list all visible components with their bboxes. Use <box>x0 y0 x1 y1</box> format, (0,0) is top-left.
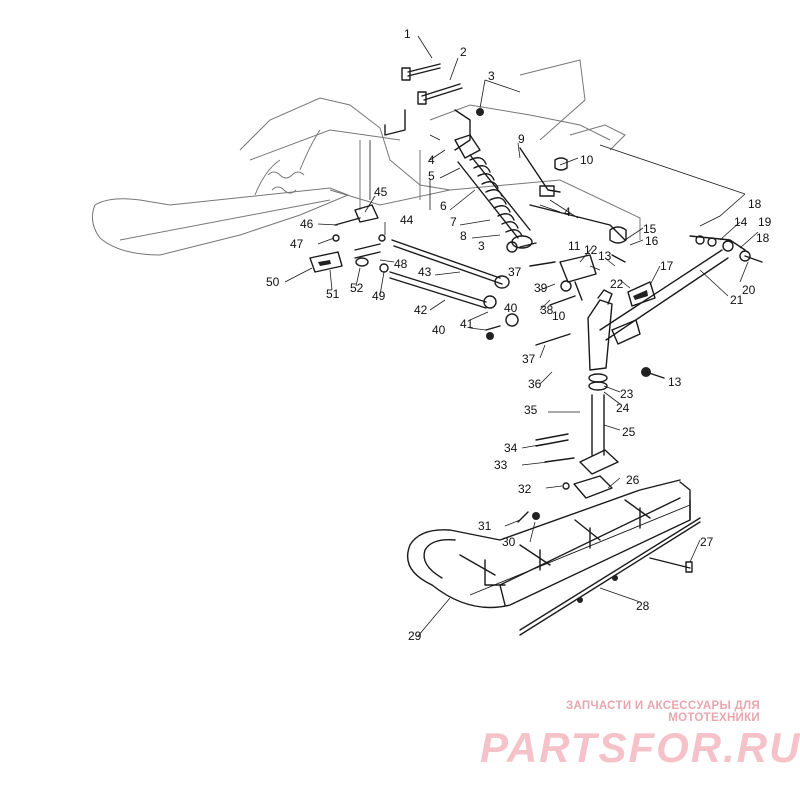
callout-8: 8 <box>460 229 467 243</box>
callout-43: 43 <box>418 265 432 279</box>
callout-numbers: 1 2 3 4 5 6 7 8 9 10 11 12 13 15 16 17 1… <box>266 27 772 643</box>
callout-12: 12 <box>584 243 598 257</box>
callout-51: 51 <box>326 287 340 301</box>
callout-40: 40 <box>504 301 518 315</box>
callout-45: 45 <box>374 185 388 199</box>
callout-28: 28 <box>636 599 650 613</box>
tie-rod-right <box>599 235 763 345</box>
callout-29: 29 <box>408 629 422 643</box>
callout-48: 48 <box>394 257 408 271</box>
callout-41: 41 <box>460 317 474 331</box>
right-frame-members <box>519 147 627 263</box>
watermark: ЗАПЧАСТИ И АКСЕССУАРЫ ДЛЯ МОТОТЕХНИКИ PA… <box>480 700 800 771</box>
callout-4b: 4 <box>564 205 571 219</box>
callout-6: 6 <box>440 199 447 213</box>
front-ski <box>406 479 691 609</box>
callout-25: 25 <box>622 425 636 439</box>
cotter-pin <box>517 511 540 523</box>
callout-7: 7 <box>450 215 457 229</box>
callout-4: 4 <box>428 153 435 167</box>
callout-26: 26 <box>626 473 640 487</box>
spindle <box>579 289 619 475</box>
watermark-brand-logo: PARTSFOR.RU <box>480 724 800 771</box>
callout-5: 5 <box>428 169 435 183</box>
callout-18: 18 <box>748 197 762 211</box>
callout-44: 44 <box>400 213 414 227</box>
callout-52: 52 <box>350 281 364 295</box>
radius-rods <box>389 239 519 340</box>
callout-17: 17 <box>660 259 674 273</box>
callout-37: 37 <box>522 352 536 366</box>
callout-30: 30 <box>502 535 516 549</box>
ski-saddle <box>535 433 613 499</box>
callout-20: 20 <box>742 283 756 297</box>
callout-32: 32 <box>518 482 532 496</box>
callout-36: 36 <box>528 377 542 391</box>
callout-31: 31 <box>478 519 492 533</box>
shock-spring <box>469 157 523 237</box>
callout-47: 47 <box>290 237 304 251</box>
center-hardware <box>506 241 597 346</box>
callout-15: 15 <box>643 222 657 236</box>
callout-14: 14 <box>734 215 748 229</box>
callout-37b: 37 <box>508 265 522 279</box>
callout-9: 9 <box>518 132 525 146</box>
callout-13: 13 <box>598 249 612 263</box>
callout-34: 34 <box>504 441 518 455</box>
callout-24: 24 <box>616 401 630 415</box>
callout-39: 39 <box>534 281 548 295</box>
callout-3: 3 <box>488 69 495 83</box>
lower-left-hardware <box>309 204 389 273</box>
callout-16: 16 <box>645 234 659 248</box>
callout-1: 1 <box>404 27 411 41</box>
callout-40b: 40 <box>432 323 446 337</box>
callout-10: 10 <box>580 153 594 167</box>
watermark-tagline: ЗАПЧАСТИ И АКСЕССУАРЫ ДЛЯ МОТОТЕХНИКИ <box>565 700 760 724</box>
upper-bolts <box>384 63 471 151</box>
callout-13b: 13 <box>668 375 682 389</box>
callout-46: 46 <box>300 217 314 231</box>
callout-27: 27 <box>700 535 714 549</box>
bolt-13 <box>641 367 665 379</box>
callout-21: 21 <box>730 293 744 307</box>
callout-38: 38 <box>540 303 554 317</box>
callout-35: 35 <box>524 403 538 417</box>
shock-absorber <box>454 108 533 249</box>
callout-22: 22 <box>610 277 624 291</box>
callout-33: 33 <box>494 458 508 472</box>
callout-50: 50 <box>266 275 280 289</box>
background-frame-and-ski <box>91 59 641 256</box>
callout-10b: 10 <box>552 309 566 323</box>
callout-23: 23 <box>620 387 634 401</box>
steering-arm-block <box>627 281 656 307</box>
callout-49: 49 <box>372 289 386 303</box>
callout-3b: 3 <box>478 239 485 253</box>
callout-2: 2 <box>460 45 467 59</box>
callout-11: 11 <box>568 239 581 253</box>
callout-42: 42 <box>414 303 428 317</box>
callout-19: 19 <box>758 215 772 229</box>
ski-wear-bar <box>519 517 701 636</box>
callout-18b: 18 <box>756 231 770 245</box>
leader-lines <box>284 35 759 637</box>
